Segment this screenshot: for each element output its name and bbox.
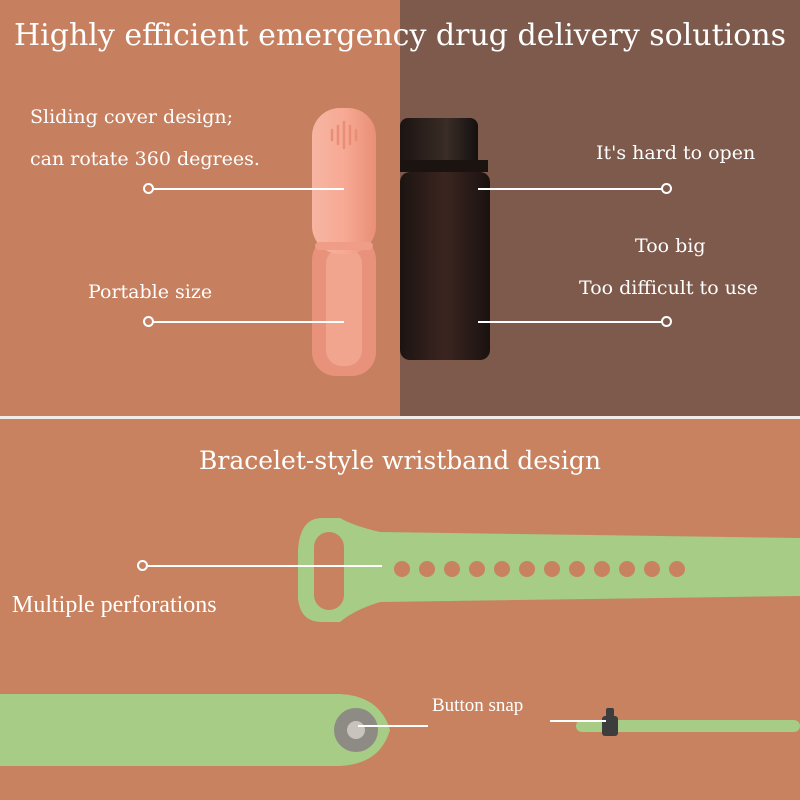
sliding-cover-line: [154, 188, 344, 190]
too-difficult-line: [478, 321, 662, 323]
button-snap-label: Button snap: [432, 695, 524, 716]
medicine-jar-icon: [400, 118, 490, 360]
perforations-label: Multiple perforations: [12, 592, 217, 618]
portable-size-line: [154, 321, 344, 323]
too-difficult-dot: [661, 316, 672, 327]
portable-size-dot: [143, 316, 154, 327]
section-title-wristband: Bracelet-style wristband design: [199, 446, 601, 475]
section-divider: [0, 416, 800, 419]
too-big-label: Too big: [635, 235, 706, 257]
hard-to-open-dot: [661, 183, 672, 194]
hard-to-open-line: [478, 188, 662, 190]
wristband-strap-icon: [298, 518, 800, 622]
too-difficult-label: Too difficult to use: [579, 277, 758, 299]
perforations-line: [148, 565, 382, 567]
portable-size-label: Portable size: [88, 281, 213, 303]
perforations-dot: [137, 560, 148, 571]
sliding-cover-dot: [143, 183, 154, 194]
sliding-cover-label-line1: Sliding cover design;: [30, 106, 234, 128]
button-snap-line-right: [550, 720, 606, 722]
button-snap-side-icon: [576, 708, 800, 736]
page-title: Highly efficient emergency drug delivery…: [13, 18, 787, 53]
pill-case-icon: [312, 108, 376, 376]
button-snap-line-left: [358, 725, 428, 727]
hard-to-open-label: It's hard to open: [596, 142, 756, 164]
wristband-button-strap-icon: [0, 694, 390, 766]
sliding-cover-label-line2: can rotate 360 degrees.: [30, 148, 260, 170]
